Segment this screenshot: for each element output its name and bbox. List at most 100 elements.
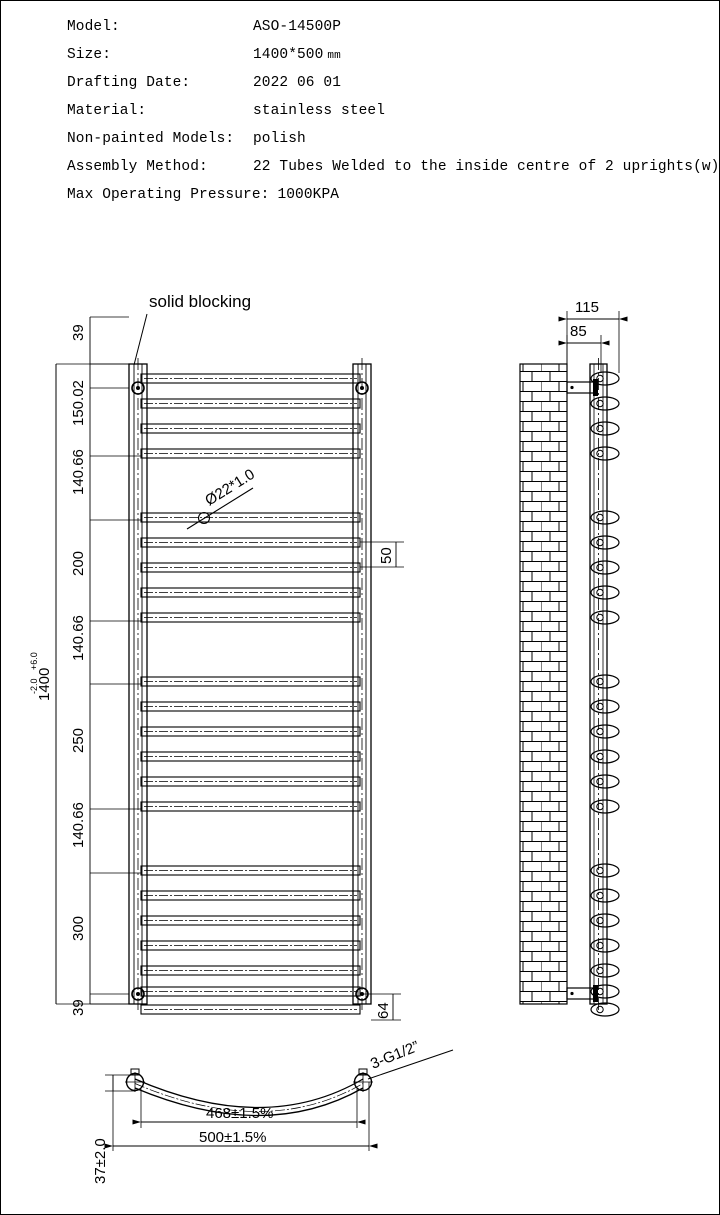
- outer-width-label: 500±1.5%: [199, 1129, 266, 1146]
- tube: [140, 986, 361, 997]
- mounting-point: [131, 381, 145, 395]
- tube: [140, 801, 361, 812]
- tube-end-profile: [590, 799, 620, 814]
- spec-label: Material:: [67, 103, 147, 119]
- specification-block: Model: ASO-14500P Size: 1400*500 mm Draf…: [67, 19, 719, 215]
- left-dim-value: 140.66: [70, 449, 87, 495]
- spec-label: Assembly Method:: [67, 159, 208, 175]
- tube: [140, 398, 361, 409]
- tube-end-profile: [590, 421, 620, 436]
- tube: [140, 612, 361, 623]
- tube-end-profile: [590, 535, 620, 550]
- tube: [140, 726, 361, 737]
- spec-label: Non-painted Models:: [67, 131, 235, 147]
- tube-end-profile: [590, 585, 620, 600]
- left-dim-value: 300: [70, 916, 87, 941]
- mounting-point: [355, 381, 369, 395]
- tube: [140, 448, 361, 459]
- tube-pitch-label: 50: [378, 547, 395, 564]
- tube-end-profile: [590, 610, 620, 625]
- tube: [140, 701, 361, 712]
- left-dim-value: 39: [70, 999, 87, 1016]
- thread-callout-label: 3-G1/2”: [368, 1038, 422, 1073]
- tube-end-profile: [590, 510, 620, 525]
- spec-unit: mm: [327, 50, 341, 62]
- overall-height-tolerance-upper: +6.0: [29, 652, 39, 670]
- overall-height-tolerance-lower: -2.0: [29, 678, 39, 694]
- spec-label: Max Operating Pressure:: [67, 187, 270, 203]
- spec-row-drafting-date: Drafting Date: 2022 06 01: [67, 75, 707, 103]
- depth-dimension-115: 115: [558, 299, 628, 381]
- spec-label: Drafting Date:: [67, 75, 191, 91]
- wall-bracket-top: [566, 379, 598, 396]
- tube-end-profile: [590, 888, 620, 903]
- tube: [140, 1004, 361, 1015]
- tube: [140, 562, 361, 573]
- solid-blocking-label: solid blocking: [149, 292, 251, 311]
- spec-row-size: Size: 1400*500 mm: [67, 47, 707, 75]
- tube-group: [140, 373, 361, 1015]
- tube: [140, 537, 361, 548]
- tube: [140, 751, 361, 762]
- inner-width-label: 468±1.5%: [206, 1105, 273, 1122]
- tube-end-profile-group: [590, 371, 620, 1017]
- spec-value: polish: [253, 131, 306, 147]
- tube: [140, 965, 361, 976]
- tube: [140, 423, 361, 434]
- overall-height-value: 1400: [36, 668, 53, 701]
- tube-end-profile: [590, 774, 620, 789]
- spec-value: 1000KPA: [277, 187, 340, 203]
- tube: [140, 587, 361, 598]
- spec-value: ASO-14500P: [253, 19, 342, 35]
- bottom-offset-dimension: 64: [362, 993, 401, 1021]
- outer-width-dimension: 500±1.5%: [104, 1075, 378, 1151]
- tube-end-profile: [590, 938, 620, 953]
- tube: [140, 940, 361, 951]
- curve-depth-label: 37±2.0: [92, 1138, 109, 1184]
- tube-end-profile: [590, 863, 620, 878]
- right-upright: [352, 358, 372, 1010]
- tube-end-profile: [590, 724, 620, 739]
- bottom-offset-label: 64: [375, 1002, 392, 1019]
- curve-depth-dimension: 37±2.0: [92, 1074, 135, 1184]
- tube-end-profile: [590, 396, 620, 411]
- tube: [140, 776, 361, 787]
- inner-width-dimension: 468±1.5%: [132, 1089, 366, 1128]
- spec-value: 1400*500: [253, 47, 324, 63]
- spec-row-non-painted-models: Non-painted Models: polish: [67, 131, 707, 159]
- mounting-point: [131, 987, 145, 1001]
- solid-blocking-leader-line: [133, 313, 148, 366]
- tube: [140, 373, 361, 384]
- tube: [140, 512, 361, 523]
- bottom-view: 3-G1/2” 37±2.0 468±1.5% 500±1: [92, 1038, 454, 1184]
- spec-row-model: Model: ASO-14500P: [67, 19, 707, 47]
- tube: [140, 915, 361, 926]
- spec-row-material: Material: stainless steel: [67, 103, 707, 131]
- spec-value: 22 Tubes Welded to the inside centre of …: [253, 159, 720, 175]
- left-dim-value: 150.02: [70, 380, 87, 426]
- tube-end-profile: [590, 560, 620, 575]
- brick-wall: [519, 363, 568, 1005]
- left-dim-value: 140.66: [70, 802, 87, 848]
- tube-end-profile: [590, 963, 620, 978]
- wall-bracket-bottom: [566, 985, 598, 1002]
- tube-end-profile: [590, 371, 620, 386]
- spec-value: 2022 06 01: [253, 75, 342, 91]
- curved-tube: [134, 1078, 364, 1117]
- front-view: solid blocking: [29, 292, 404, 1021]
- tube: [140, 865, 361, 876]
- thread-callout: 3-G1/2”: [367, 1038, 454, 1080]
- spec-row-max-operating-pressure: Max Operating Pressure: 1000KPA: [67, 187, 707, 215]
- tube: [140, 890, 361, 901]
- tube-end-profile: [590, 1002, 620, 1017]
- curved-tube-centerline: [134, 1083, 364, 1112]
- depth-total-label: 115: [575, 299, 599, 316]
- left-dim-value: 200: [70, 551, 87, 576]
- end-fitting-right: [353, 1068, 373, 1092]
- spec-value: stainless steel: [253, 103, 386, 119]
- tube-diameter-callout: Ø22*1.0: [186, 466, 258, 530]
- left-dim-value: 140.66: [70, 615, 87, 661]
- tube-end-profile: [590, 913, 620, 928]
